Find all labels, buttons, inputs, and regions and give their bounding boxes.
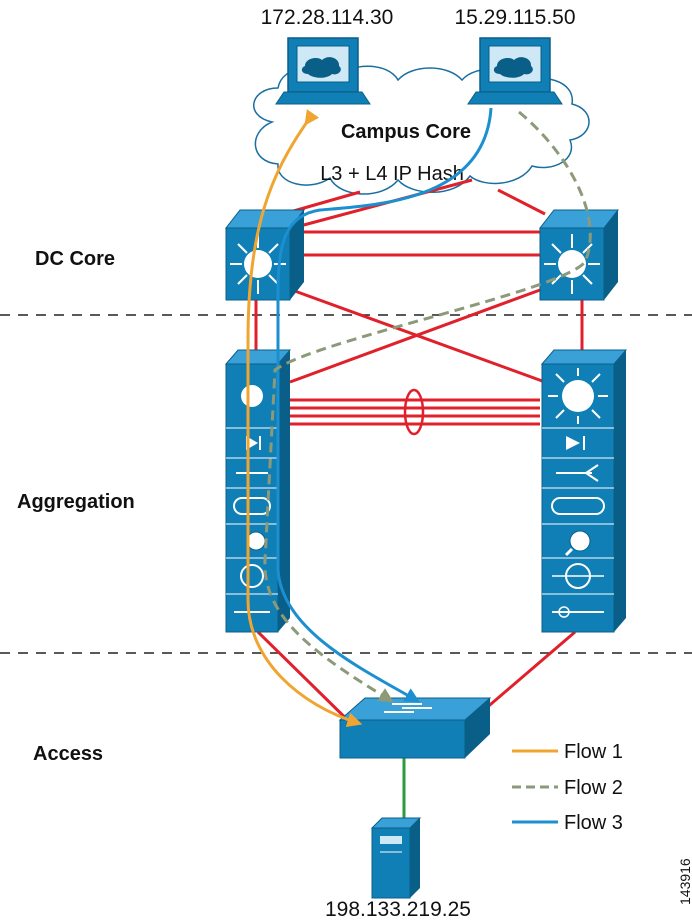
layer-label-aggregation: Aggregation (17, 491, 135, 513)
client-a-computer (275, 37, 371, 105)
layer-label-dc-core: DC Core (35, 248, 115, 270)
legend-label-flow-1: Flow 1 (564, 741, 623, 763)
server (370, 817, 422, 899)
aggregation-chassis-right (540, 349, 628, 633)
legend-label-flow-3: Flow 3 (564, 812, 623, 834)
legend-label-flow-2: Flow 2 (564, 777, 623, 799)
legend: Flow 1 Flow 2 Flow 3 (512, 741, 623, 834)
client-a-ip-label: 172.28.114.30 (261, 6, 394, 29)
flow-1-path (246, 109, 363, 728)
port-channel-ring (403, 388, 425, 436)
cloud-title: Campus Core (341, 121, 471, 143)
cloud-subtitle: L3 + L4 IP Hash (320, 163, 464, 185)
client-b-computer (467, 37, 563, 105)
network-links (254, 178, 584, 744)
layer-label-access: Access (33, 743, 103, 765)
client-b-ip-label: 15.29.115.50 (454, 6, 575, 29)
access-switch (338, 697, 492, 759)
aggregation-chassis-left (224, 349, 292, 633)
dc-core-switch-right (538, 209, 620, 301)
figure-id: 143916 (677, 858, 692, 905)
flow-2-path (263, 110, 592, 703)
server-ip-label: 198.133.219.25 (325, 898, 471, 921)
flow-3-path (276, 107, 493, 703)
